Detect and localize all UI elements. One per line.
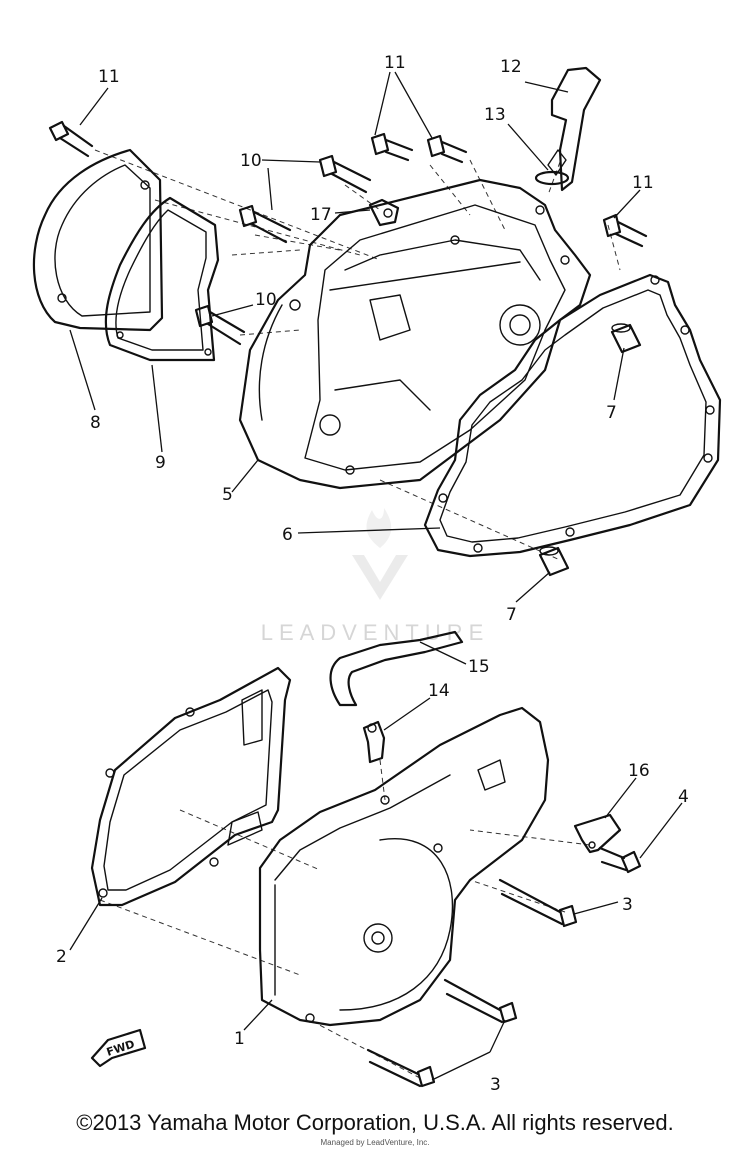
callout-16: 16 (628, 761, 650, 781)
callout-10-lower: 10 (255, 290, 277, 310)
callout-numbers: 11 11 12 13 11 10 10 17 8 9 5 6 7 7 15 1… (56, 53, 689, 1095)
callout-9: 9 (155, 453, 166, 473)
part-7-dowel-upper (610, 323, 642, 354)
callout-17: 17 (310, 205, 332, 225)
part-10-bolt-top (318, 154, 372, 194)
watermark-text: LEADVENTURE (261, 620, 490, 645)
part-14-fitting (362, 720, 386, 764)
callout-11-right: 11 (632, 173, 654, 193)
callout-11-left: 11 (98, 67, 120, 87)
part-8-cover (32, 148, 164, 332)
part-15-hose (329, 630, 464, 707)
part-11-bolt-right (602, 213, 648, 248)
callout-8: 8 (90, 413, 101, 433)
fwd-arrow-icon: FWD (90, 1028, 147, 1068)
callout-4: 4 (678, 787, 689, 807)
part-11-bolt-top-a (370, 132, 414, 162)
part-11-bolt-left (48, 120, 94, 158)
part-2-gasket (90, 666, 292, 907)
callout-2: 2 (56, 947, 67, 967)
callout-15: 15 (468, 657, 490, 677)
part-17-clamp (368, 198, 400, 227)
managed-by-note: Managed by LeadVenture, Inc. (320, 1138, 430, 1147)
part-3-bolt-middle (443, 978, 518, 1024)
watermark-logo (352, 508, 408, 600)
callout-6: 6 (282, 525, 293, 545)
part-9-gasket (104, 196, 220, 362)
part-10-bolt-middle (238, 204, 292, 244)
callout-3-right: 3 (622, 895, 633, 915)
part-11-bolt-top-b (426, 134, 468, 164)
part-3-bolt-right (498, 878, 578, 928)
callout-14: 14 (428, 681, 450, 701)
callout-7-lower: 7 (506, 605, 517, 625)
part-5-crankcase-cover (238, 178, 592, 490)
part-7-dowel-lower (538, 546, 570, 577)
part-4-screw (598, 846, 642, 874)
part-1-cover (258, 706, 550, 1027)
assembly-lines (94, 149, 621, 1079)
callout-13: 13 (484, 105, 506, 125)
part-16-clamp (573, 813, 622, 854)
callout-3-bottom: 3 (490, 1075, 501, 1095)
callout-10-top: 10 (240, 151, 262, 171)
part-13-o-ring (534, 170, 570, 186)
leader-lines (69, 71, 683, 1081)
callout-5: 5 (222, 485, 233, 505)
callout-1: 1 (234, 1029, 245, 1049)
callout-12: 12 (500, 57, 522, 77)
part-3-bolt-bottom (366, 1048, 436, 1088)
part-10-bolt-lower (194, 304, 246, 346)
callout-7-upper: 7 (606, 403, 617, 423)
copyright-footer: ©2013 Yamaha Motor Corporation, U.S.A. A… (76, 1110, 674, 1135)
callout-11-top: 11 (384, 53, 406, 73)
part-6-gasket (423, 273, 722, 558)
